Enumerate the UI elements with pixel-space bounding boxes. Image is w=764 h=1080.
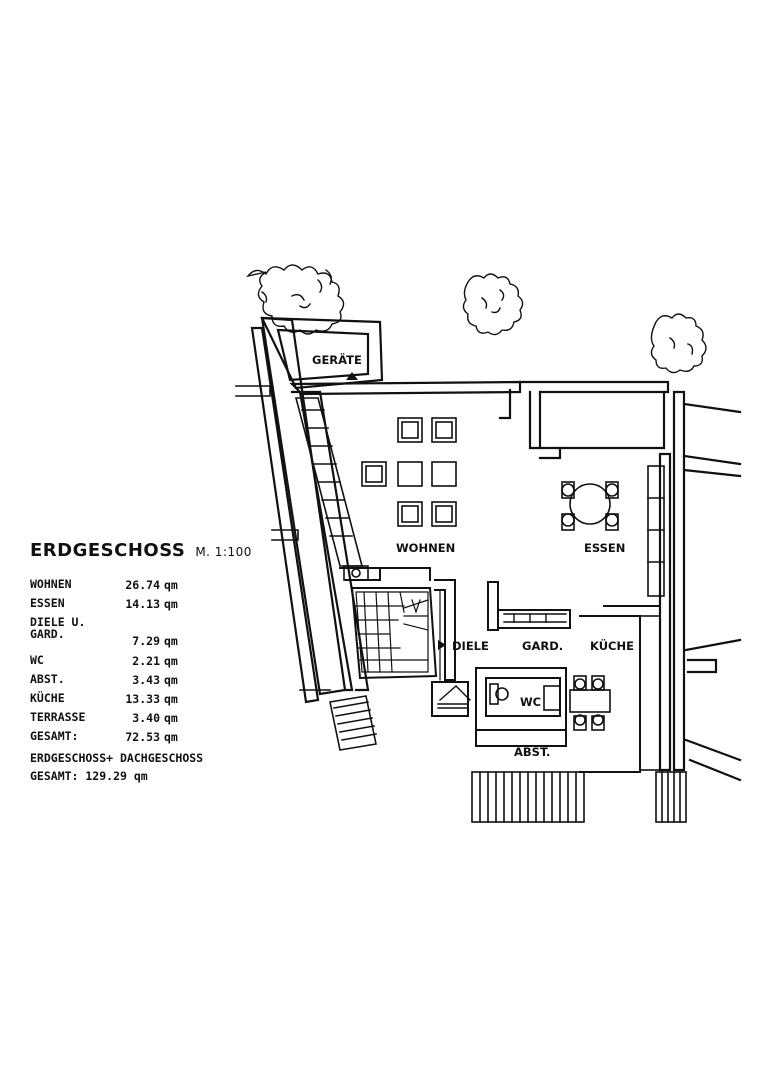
room-label-gard: GARD. [522,639,563,653]
area-row-unit: qm [164,597,178,611]
area-row-unit: qm [164,673,178,687]
area-row-label: DIELE U. GARD. [30,615,86,641]
area-row-unit: qm [164,578,178,592]
geraete-shed [260,316,384,390]
area-row-label: ABST. [30,672,65,686]
area-row-value: 13.33 [125,692,160,706]
room-label-diele: DIELE [452,639,489,653]
area-row-value: 72.53 [125,730,160,744]
sideboard [294,397,369,581]
area-row: DIELE U. GARD. 7.29 qm [30,616,230,654]
area-row-label: WC [30,653,44,667]
room-label-abst: ABST. [514,745,550,759]
area-row-value: 14.13 [125,597,160,611]
area-row-label: GESAMT: [30,729,79,743]
area-row: KÜCHE 13.33 qm [30,692,230,711]
combined-total-label: ERDGESCHOSS+ DACHGESCHOSS [30,751,204,765]
area-row-unit: qm [164,730,178,744]
west-wall-stubs [235,385,331,691]
area-row-label: TERRASSE [30,710,86,724]
area-row-unit: qm [164,711,178,725]
south-terrace [471,771,687,823]
area-row: TERRASSE 3.40 qm [30,711,230,730]
shrub-right [650,313,707,374]
area-row-label: ESSEN [30,596,65,610]
area-legend: ERDGESCHOSS M. 1:100 WOHNEN 26.74 qm ESSE… [30,540,251,783]
area-row-value: 3.43 [132,673,160,687]
room-label-essen: ESSEN [584,541,625,555]
scale-label: M. 1:100 [195,545,252,559]
dining-table [561,481,619,531]
area-row: ESSEN 14.13 qm [30,597,230,616]
room-label-wc: WC [520,695,541,709]
area-row-total: GESAMT: 72.53 qm [30,730,230,749]
combined-total-value: GESAMT: 129.29 qm [30,769,148,783]
area-row-value: 26.74 [125,578,160,592]
area-row-label: WOHNEN [30,577,72,591]
north-walls [289,380,670,460]
shrub-middle [462,273,524,336]
area-row-label: KÜCHE [30,691,65,705]
area-row-value: 3.40 [132,711,160,725]
dining-sideboard [647,465,665,597]
area-row-unit: qm [164,692,178,706]
room-label-kueche: KÜCHE [590,638,634,653]
interior-walls [339,567,661,773]
staircase [355,589,441,681]
legend-title: ERDGESCHOSS M. 1:100 [30,540,251,561]
room-label-wohnen: WOHNEN [396,541,455,555]
east-walls [658,390,742,782]
geraete-arrow [346,372,358,380]
kitchen-table [569,675,611,731]
area-row: WOHNEN 26.74 qm [30,578,230,597]
room-label-geraete: GERÄTE [312,352,362,367]
area-row-value: 2.21 [132,654,160,668]
area-row-unit: qm [164,634,178,648]
wardrobe [503,613,567,623]
area-table: WOHNEN 26.74 qm ESSEN 14.13 qm DIELE U. … [30,578,230,787]
combined-total: ERDGESCHOSS+ DACHGESCHOSS GESAMT: 129.29… [30,751,230,787]
west-steps [329,695,377,751]
area-row: WC 2.21 qm [30,654,230,673]
area-row-unit: qm [164,654,178,668]
diele-arrow [438,640,446,650]
floor-name: ERDGESCHOSS [30,540,186,561]
wc-fixtures [489,683,561,711]
kitchen-counter [639,615,661,771]
entrance-mat [437,685,471,709]
area-row: ABST. 3.43 qm [30,673,230,692]
area-row-value: 7.29 [132,634,160,648]
lounge-chairs [361,417,457,527]
